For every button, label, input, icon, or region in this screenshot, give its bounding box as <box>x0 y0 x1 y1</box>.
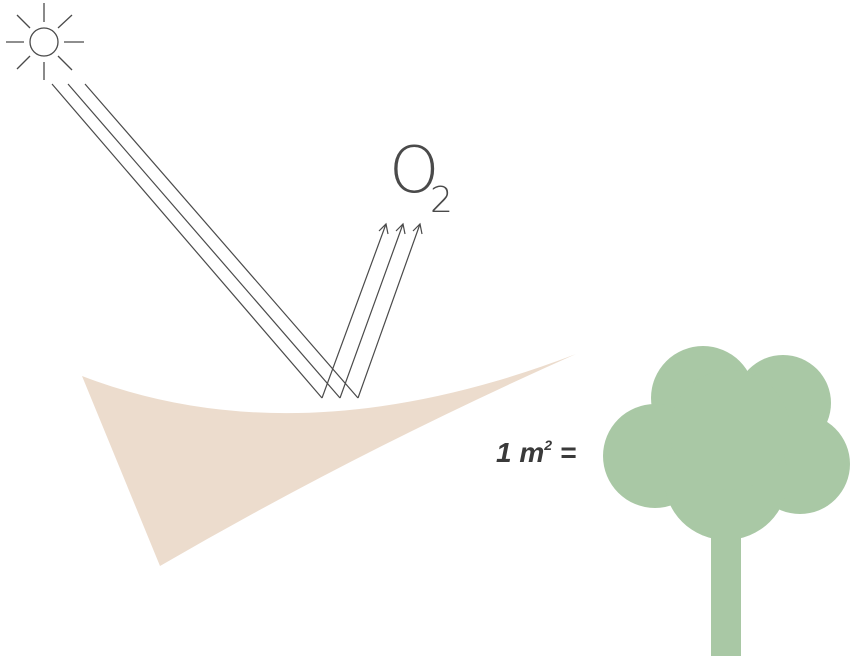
area-equation: 1 m2 = <box>496 437 576 468</box>
sun-icon <box>6 3 84 80</box>
equation-exponent: 2 <box>543 437 552 453</box>
incoming-sun-rays <box>51 83 359 399</box>
oxygen-arrow-2 <box>339 223 404 399</box>
o2-letter: O <box>389 134 439 208</box>
o2-label: O2 <box>389 134 453 221</box>
sun-ray-1 <box>51 83 323 399</box>
oxygen-arrow-1 <box>321 223 387 399</box>
sun-ray-2 <box>67 83 341 399</box>
arrowhead-1 <box>378 222 389 235</box>
equation-trail: = <box>552 437 576 468</box>
arrowhead-3 <box>412 222 423 235</box>
oxygen-arrow-3 <box>357 223 421 399</box>
tree-icon <box>603 346 850 656</box>
oxygen-arrows <box>321 222 423 399</box>
equation-lead: 1 m <box>496 437 544 468</box>
shade-sail-icon <box>82 354 576 566</box>
arrowhead-2 <box>395 222 406 235</box>
sun-ray-3 <box>84 83 359 399</box>
o2-subscript: 2 <box>430 180 453 221</box>
